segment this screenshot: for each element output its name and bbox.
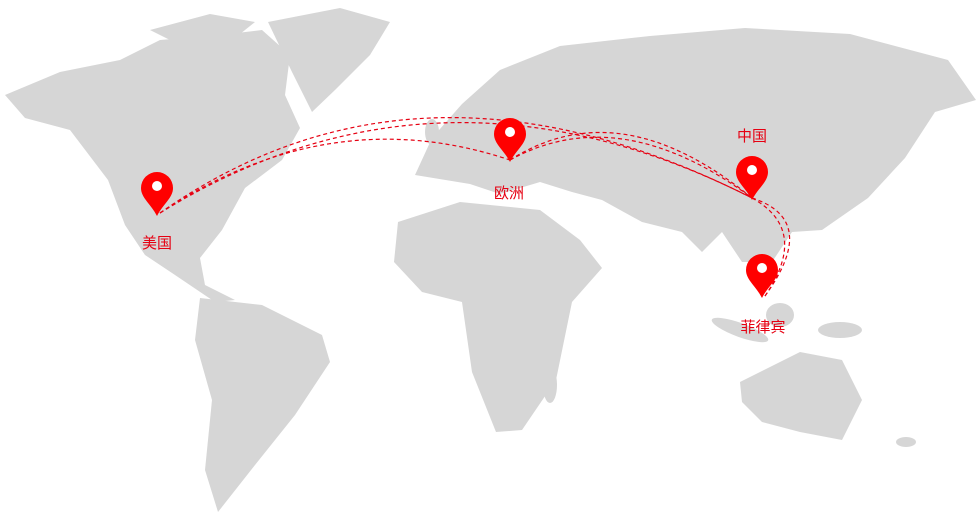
marker-europe-map-pin-icon[interactable] [494,118,526,162]
japan [838,152,862,188]
route-usa-europe [159,138,511,214]
south-america [195,298,330,512]
route-usa-china-2 [159,122,753,214]
madagascar [543,367,557,403]
marker-label-europe: 欧洲 [493,184,525,202]
australia [740,352,862,440]
indonesia [711,317,769,343]
route-china-philippines-1 [751,197,791,297]
new-zealand [896,437,916,447]
marker-usa-map-pin-icon[interactable] [141,172,173,216]
route-europe-china-2 [509,136,753,199]
greenland [268,8,390,112]
north-america [5,30,300,302]
new-guinea [818,322,862,338]
canadian-islands [150,14,255,45]
uk [425,119,439,145]
routes [159,117,791,297]
marker-philippines-map-pin-icon[interactable] [746,254,778,298]
eurasia [415,28,976,262]
borneo [766,303,794,327]
marker-label-china: 中国 [736,127,768,145]
marker-china-map-pin-icon[interactable] [736,156,768,200]
marker-label-usa: 美国 [141,234,173,252]
route-china-philippines-2 [751,197,786,297]
africa [394,202,602,432]
marker-label-philippines: 菲律宾 [740,318,786,336]
route-europe-china-1 [509,131,753,199]
